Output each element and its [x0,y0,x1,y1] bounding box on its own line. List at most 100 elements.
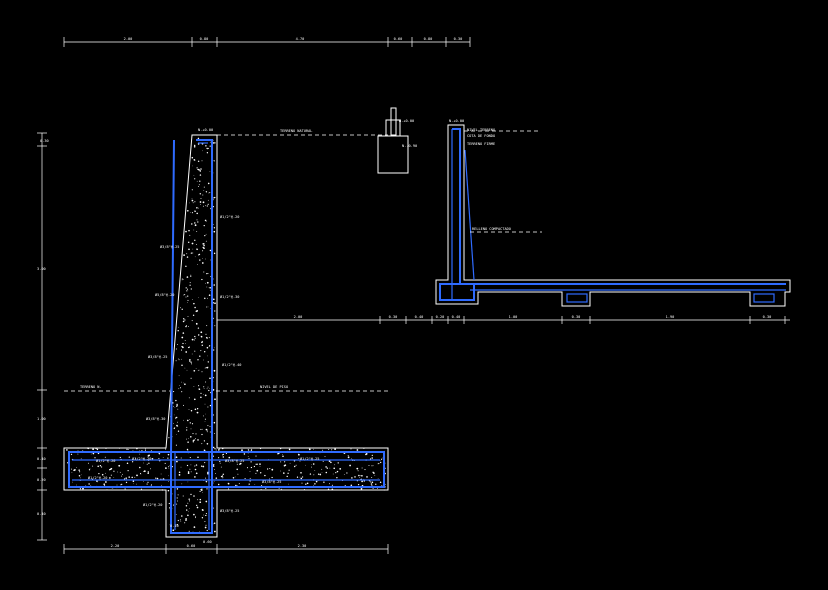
left-dim-5: 0.40 [37,512,46,516]
concrete-speckle [96,480,98,482]
concrete-speckle [151,458,154,460]
left-dim-4: 0.20 [37,478,46,482]
concrete-speckle [177,408,179,410]
concrete-speckle [206,272,208,275]
concrete-speckle [194,517,197,519]
concrete-speckle [139,466,141,469]
concrete-speckle [202,246,204,249]
concrete-speckle [200,396,202,399]
concrete-speckle [148,462,150,464]
concrete-speckle [188,397,190,399]
concrete-speckle [191,320,193,322]
concrete-speckle [195,472,198,475]
concrete-speckle [189,284,191,286]
concrete-speckle [195,322,197,324]
concrete-speckle [193,369,196,372]
concrete-speckle [176,497,178,499]
concrete-speckle [248,483,250,485]
concrete-speckle [368,465,370,466]
concrete-speckle [186,448,189,451]
concrete-speckle [214,530,216,533]
concrete-speckle [323,481,325,483]
concrete-speckle [191,223,193,225]
concrete-speckle [175,399,177,402]
concrete-speckle [219,460,221,463]
concrete-speckle [196,408,199,410]
concrete-speckle [239,462,242,465]
concrete-speckle [213,227,216,229]
concrete-speckle [164,462,166,464]
left-dim-1: 3.00 [37,267,46,271]
concrete-speckle [375,483,377,485]
concrete-speckle [187,302,188,303]
concrete-speckle [186,369,188,371]
concrete-speckle [187,299,189,301]
concrete-speckle [201,243,203,245]
concrete-speckle [193,526,196,528]
concrete-speckle [168,437,170,439]
concrete-speckle [161,484,162,486]
concrete-speckle [213,522,216,524]
concrete-speckle [207,203,209,205]
concrete-speckle [380,458,383,460]
concrete-speckle [206,443,209,445]
concrete-speckle [191,423,194,425]
concrete-speckle [201,278,203,281]
concrete-speckle [218,449,220,451]
concrete-speckle [354,476,356,478]
concrete-speckle [135,457,137,459]
concrete-speckle [205,367,207,369]
concrete-speckle [125,477,127,479]
concrete-speckle [207,199,209,201]
concrete-speckle [213,469,215,470]
concrete-speckle [209,145,211,147]
concrete-speckle [214,302,216,305]
concrete-speckle [125,481,128,484]
concrete-speckle [136,474,138,477]
concrete-speckle [192,252,194,254]
concrete-speckle [206,514,208,516]
concrete-speckle [194,408,197,411]
concrete-speckle [190,436,192,438]
concrete-speckle [158,453,161,455]
concrete-speckle [79,477,81,479]
key-label-1: Ø3/8"@.25 [220,508,239,513]
concrete-speckle [147,472,149,474]
concrete-speckle [197,439,199,441]
concrete-speckle [315,480,318,483]
concrete-speckle [167,475,169,477]
concrete-speckle [385,462,386,464]
concrete-speckle [207,355,208,357]
concrete-speckle [214,142,216,144]
concrete-speckle [178,359,180,361]
concrete-speckle [179,387,182,389]
concrete-speckle [161,489,164,491]
concrete-speckle [197,370,199,371]
concrete-speckle [204,514,207,516]
concrete-speckle [176,503,178,505]
concrete-speckle [150,483,152,485]
concrete-speckle [284,464,287,467]
concrete-speckle [184,339,186,341]
concrete-speckle [94,457,96,459]
concrete-speckle [188,325,190,327]
concrete-speckle [132,480,135,482]
concrete-speckle [250,466,253,469]
concrete-speckle [87,462,89,464]
concrete-speckle [205,336,208,339]
concrete-speckle [205,205,206,207]
concrete-speckle [105,481,107,483]
concrete-speckle [300,477,303,480]
concrete-speckle [264,474,266,477]
top-dim-2: 4.70 [296,37,305,41]
concrete-speckle [186,288,189,290]
concrete-speckle [209,287,211,289]
concrete-speckle [188,248,190,251]
concrete-speckle [200,489,202,491]
concrete-speckle [185,325,187,328]
concrete-speckle [176,524,179,526]
concrete-speckle [128,476,130,478]
concrete-speckle [321,468,323,470]
concrete-speckle [197,168,200,171]
